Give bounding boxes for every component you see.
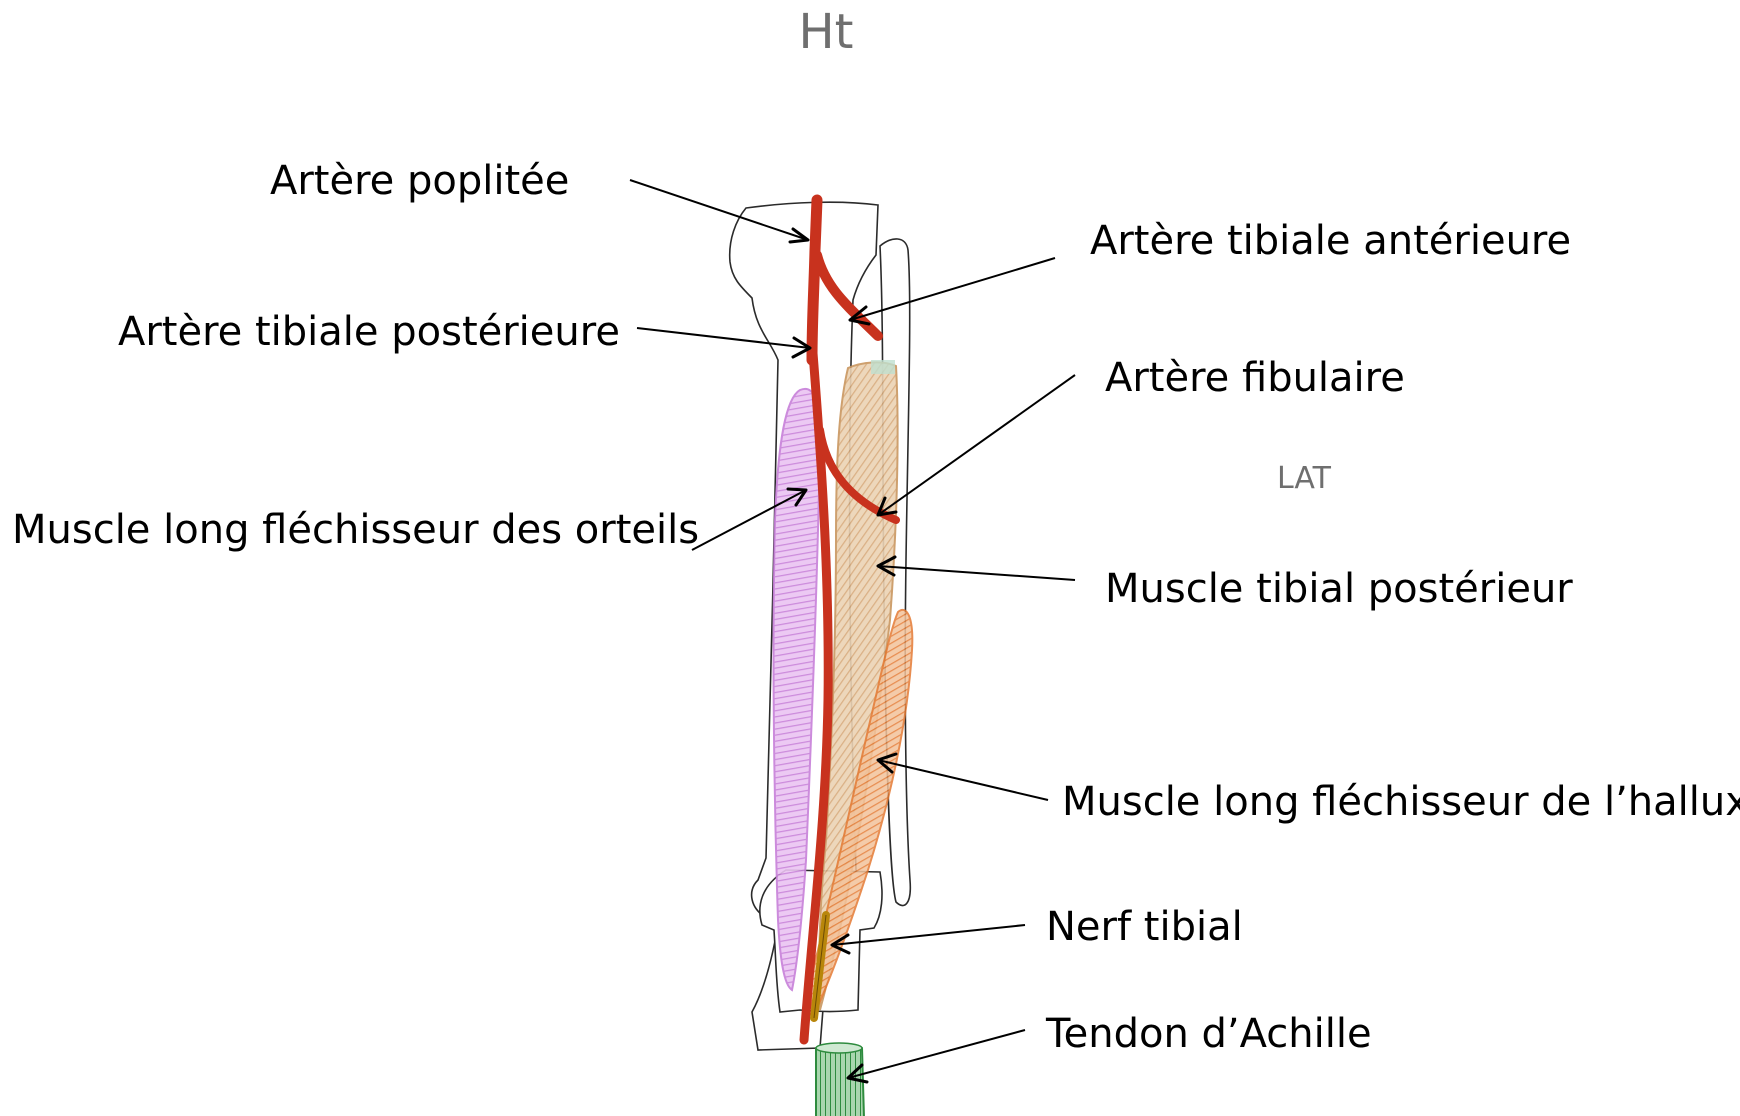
label-flexor-hallucis-longus: Muscle long fléchisseur de l’hallux — [1062, 779, 1740, 825]
label-tibial-nerve: Nerf tibial — [1046, 904, 1243, 950]
label-popliteal-artery: Artère poplitée — [270, 158, 569, 204]
leg-muscles — [774, 360, 913, 1015]
label-anterior-tibial-artery: Artère tibiale antérieure — [1090, 218, 1571, 264]
label-posterior-tibial-artery: Artère tibiale postérieure — [118, 309, 620, 355]
label-achilles-tendon: Tendon d’Achille — [1045, 1011, 1372, 1057]
achilles-tendon-leader — [848, 1030, 1025, 1078]
label-tibialis-posterior: Muscle tibial postérieur — [1105, 566, 1573, 612]
orientation-top-mark: Ht — [799, 4, 854, 60]
tibialis-posterior-leader — [878, 566, 1075, 580]
orientation-lateral-mark: LAT — [1277, 461, 1332, 496]
label-fibular-artery: Artère fibulaire — [1105, 355, 1405, 401]
label-flexor-digitorum-longus: Muscle long fléchisseur des orteils — [12, 507, 699, 553]
flexor-hallucis-longus-tendon — [871, 360, 895, 374]
